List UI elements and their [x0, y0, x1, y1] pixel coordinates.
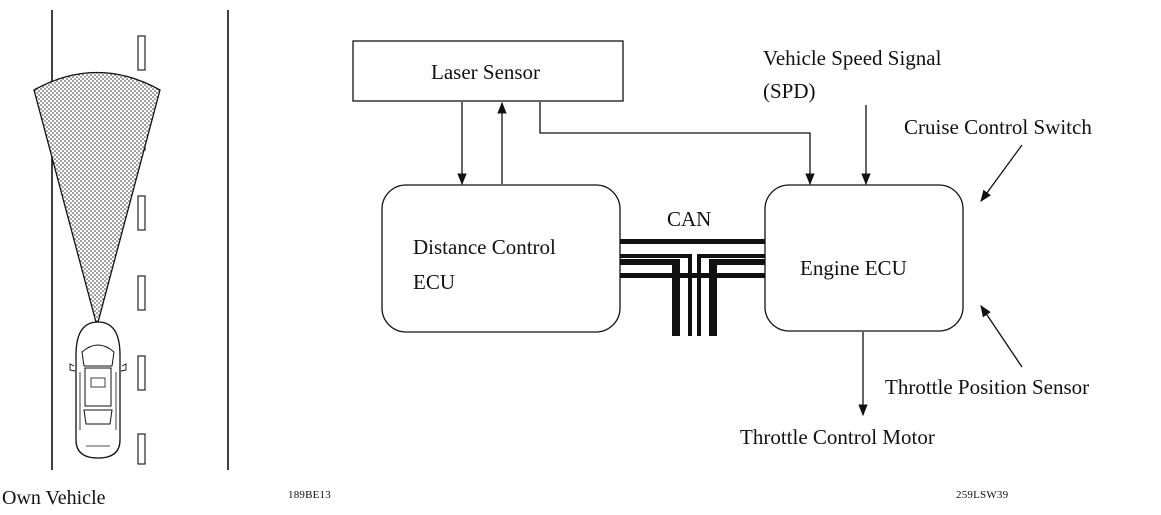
own-vehicle-caption: Own Vehicle — [2, 487, 106, 509]
signal-arrow-cruise-switch — [980, 144, 1023, 202]
throttle-position-sensor-label: Throttle Position Sensor — [885, 375, 1090, 399]
block-diagram — [352, 40, 1023, 417]
vehicle-speed-signal-label-line2: (SPD) — [763, 79, 816, 103]
laser-sensor-label: Laser Sensor — [431, 60, 541, 84]
throttle-control-motor-label: Throttle Control Motor — [740, 425, 935, 449]
distance-control-ecu-label-line2: ECU — [413, 270, 455, 294]
right-figure-code: 259LSW39 — [956, 489, 1009, 501]
can-bus-label: CAN — [667, 207, 712, 231]
laser-beam — [33, 71, 161, 329]
signal-arrow-throttle-position — [980, 305, 1023, 368]
left-figure-code: 189BE13 — [288, 489, 331, 501]
laser-sensor-box — [352, 40, 624, 102]
lane-dash — [137, 275, 146, 311]
signal-arrow-laser-to-engine — [539, 102, 815, 186]
distance-control-ecu-label-line1: Distance Control — [413, 235, 556, 259]
road-illustration — [33, 10, 229, 470]
lane-dash — [137, 433, 146, 465]
lane-dash — [137, 355, 146, 391]
distance-control-ecu-box — [381, 184, 621, 333]
engine-ecu-label: Engine ECU — [800, 256, 907, 280]
own-vehicle-icon — [69, 321, 127, 459]
cruise-control-switch-label: Cruise Control Switch — [904, 115, 1092, 139]
lane-dash — [137, 195, 146, 231]
lane-dash — [137, 35, 146, 71]
can-bus — [620, 239, 765, 336]
vehicle-speed-signal-label-line1: Vehicle Speed Signal — [763, 46, 942, 70]
